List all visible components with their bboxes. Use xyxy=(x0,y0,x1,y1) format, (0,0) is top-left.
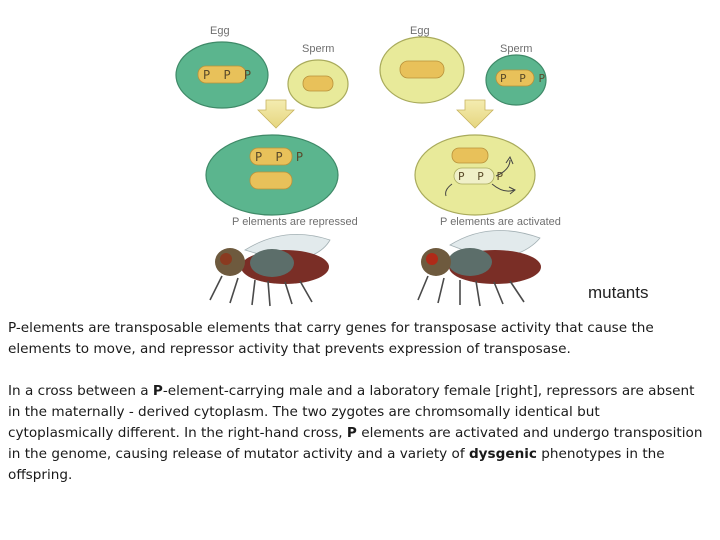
right-sperm-ppp: P P P xyxy=(500,72,548,85)
para2-segment-2: -element-carrying male and a laboratory … xyxy=(8,383,695,441)
left-sperm-label: Sperm xyxy=(302,43,334,55)
right-sperm-label: Sperm xyxy=(500,43,532,55)
left-zygote-chromosome-1 xyxy=(249,147,293,166)
right-zygote-ppp: P P P xyxy=(458,170,506,183)
right-zygote-chromosome-2 xyxy=(453,167,495,185)
left-egg-label: Egg xyxy=(210,25,230,37)
left-zygote-ppp: P P P xyxy=(255,150,306,164)
left-down-arrow xyxy=(257,99,295,129)
right-zygote-chromosome-1 xyxy=(451,147,489,164)
right-egg-label: Egg xyxy=(410,25,430,37)
p-element-cross-diagram: Egg P P P Sperm P P P P elements are rep… xyxy=(175,25,561,307)
para2-bold-p-1: P xyxy=(152,383,163,399)
transposition-arrow-left xyxy=(445,183,453,197)
mutants-label: mutants xyxy=(588,283,649,302)
right-fly-illustration xyxy=(417,230,541,307)
transposition-arrow-down xyxy=(491,183,515,192)
right-caption: P elements are activated xyxy=(440,216,561,228)
para2-bold-p-2: P xyxy=(346,425,357,441)
para2-segment-4: phenotypes in the offspring. xyxy=(8,446,665,483)
right-egg-chromosome xyxy=(399,60,445,79)
left-zygote-chromosome-2 xyxy=(249,171,293,190)
right-sperm-chromosome xyxy=(495,69,535,87)
transposition-arrow-up xyxy=(495,159,511,177)
left-caption: P elements are repressed xyxy=(232,216,358,228)
paragraph-2: In a cross between a P-element-carrying … xyxy=(8,381,708,486)
left-egg-ppp: P P P xyxy=(203,68,254,82)
paragraph-1: P-elements are transposable elements tha… xyxy=(8,320,654,357)
left-fly-illustration xyxy=(209,234,331,307)
left-sperm-chromosome xyxy=(302,75,334,92)
para2-segment-3: elements are activated and undergo trans… xyxy=(8,425,703,462)
left-egg-chromosome xyxy=(197,65,247,84)
right-down-arrow xyxy=(456,99,494,129)
para2-bold-dysgenic: dysgenic xyxy=(468,446,537,462)
para2-segment-1: In a cross between a xyxy=(8,383,153,399)
explanation-text: P-elements are transposable elements tha… xyxy=(8,318,708,507)
